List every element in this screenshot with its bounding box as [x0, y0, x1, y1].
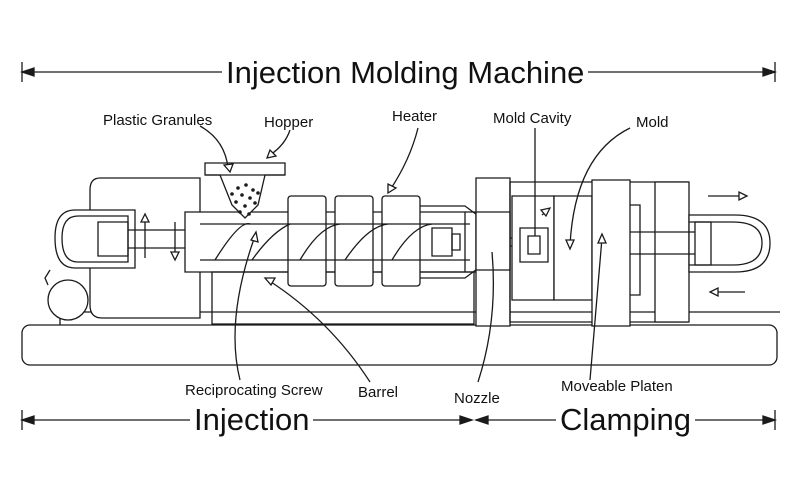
- heater-bands: [288, 196, 420, 286]
- hopper: [205, 163, 285, 218]
- label-plastic-granules: Plastic Granules: [103, 112, 213, 129]
- label-hopper: Hopper: [264, 114, 314, 131]
- section-label-clamping: Clamping: [556, 402, 695, 438]
- barrel: [185, 212, 478, 324]
- label-mold-cavity: Mold Cavity: [493, 110, 572, 127]
- label-mold: Mold: [636, 114, 669, 131]
- plastic-granules: [230, 183, 260, 216]
- label-heater: Heater: [392, 108, 438, 125]
- label-reciprocating-screw: Reciprocating Screw: [185, 382, 323, 399]
- clamping-cylinder: [630, 182, 770, 322]
- reciprocating-screw: [200, 224, 470, 260]
- diagram-title: Injection Molding Machine: [222, 55, 589, 91]
- label-moveable-platen: Moveable Platen: [561, 378, 673, 395]
- clamping-direction-arrows: [708, 192, 747, 296]
- label-barrel: Barrel: [358, 384, 399, 401]
- section-label-injection: Injection: [190, 402, 314, 438]
- oil-tank: [45, 270, 88, 320]
- hydraulic-cylinder: [55, 178, 205, 318]
- label-nozzle: Nozzle: [454, 390, 500, 407]
- leader-lines: [200, 126, 630, 382]
